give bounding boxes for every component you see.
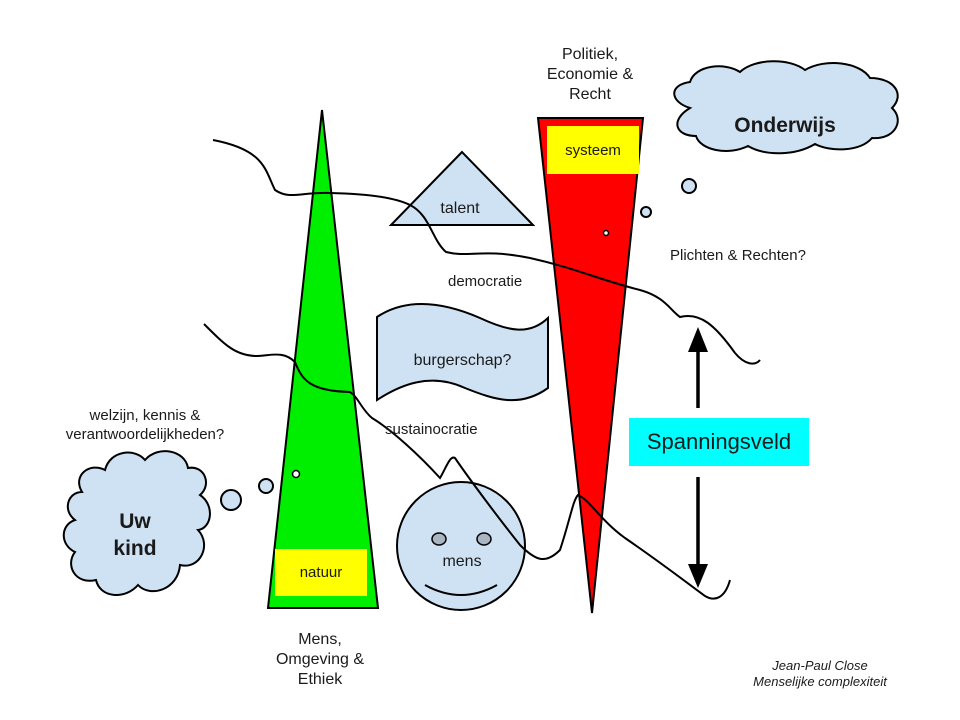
credits: Jean-Paul Close Menselijke complexiteit	[720, 658, 920, 690]
uw-kind-label: Uw kind	[90, 508, 180, 562]
left-pillar-caption: Mens, Omgeving & Ethiek	[250, 630, 390, 690]
mens-label: mens	[442, 553, 482, 570]
right-caption-line-1: Politiek,	[561, 46, 619, 63]
democratie-text: democratie	[448, 273, 523, 290]
thought-bubble-dot	[220, 489, 242, 511]
arrow-down-icon	[688, 564, 708, 588]
upper-tension-line	[212, 139, 761, 365]
lower-tension-line	[203, 323, 731, 600]
thought-bubble-dot	[258, 478, 274, 494]
left-eye-icon	[431, 532, 447, 546]
burgerschap-wave-banner	[376, 303, 549, 402]
thought-bubble-dot	[291, 469, 301, 479]
natuur-label: natuur	[275, 549, 367, 596]
smile-icon	[424, 584, 498, 596]
welzijn-text: welzijn, kennis & verantwoordelijkheden?	[45, 406, 245, 444]
uw-kind-cloud	[62, 450, 211, 596]
uw-kind-line-1: Uw	[119, 510, 151, 533]
right-pillar-caption: Politiek, Economie & Recht	[520, 45, 660, 105]
right-caption-line-3: Recht	[569, 86, 611, 103]
thought-bubble-dot	[640, 206, 652, 218]
burgerschap-label: burgerschap?	[413, 352, 512, 369]
sustainocratie-text: sustainocratie	[385, 421, 478, 438]
credits-subtitle: Menselijke complexiteit	[753, 674, 887, 689]
onderwijs-cloud	[673, 60, 899, 155]
right-eye-icon	[476, 532, 492, 546]
spanningsveld-label: Spanningsveld	[629, 418, 809, 466]
welzijn-line-1: welzijn, kennis &	[89, 407, 201, 424]
thought-bubble-dot	[602, 229, 610, 237]
uw-kind-line-2: kind	[113, 537, 157, 560]
green-pillar-triangle	[266, 109, 380, 609]
red-pillar-triangle	[536, 117, 645, 614]
talent-label: talent	[440, 200, 480, 217]
credits-author: Jean-Paul Close	[772, 658, 868, 673]
left-caption-line-2: Omgeving &	[275, 651, 365, 668]
thought-bubble-dot	[681, 178, 697, 194]
left-caption-line-1: Mens,	[298, 631, 342, 648]
onderwijs-label: Onderwijs	[734, 114, 836, 137]
plichten-rechten-text: Plichten & Rechten?	[670, 247, 806, 264]
talent-triangle	[388, 150, 536, 226]
welzijn-line-2: verantwoordelijkheden?	[65, 426, 225, 443]
arrow-up-icon	[688, 327, 708, 352]
mens-face	[396, 481, 526, 611]
left-caption-line-3: Ethiek	[297, 671, 343, 688]
systeem-label: systeem	[547, 126, 639, 174]
right-caption-line-2: Economie &	[546, 66, 634, 83]
